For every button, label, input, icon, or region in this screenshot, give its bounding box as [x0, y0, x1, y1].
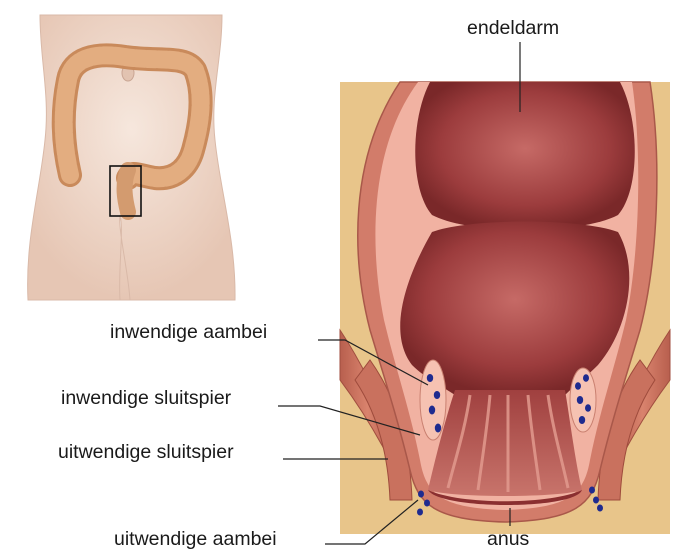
- label-endeldarm: endeldarm: [467, 19, 559, 39]
- body-torso-thumbnail: [28, 15, 235, 300]
- rectum-cross-section: [340, 82, 670, 534]
- internal-hemorrhoid-left: [420, 360, 446, 440]
- rectal-lumen-upper: [415, 82, 635, 230]
- label-inwendige-sluitspier: inwendige sluitspier: [61, 389, 231, 409]
- label-anus: anus: [487, 530, 529, 550]
- label-uitwendige-aambei: uitwendige aambei: [114, 530, 277, 550]
- label-uitwendige-sluitspier: uitwendige sluitspier: [58, 443, 234, 463]
- label-inwendige-aambei: inwendige aambei: [110, 323, 267, 343]
